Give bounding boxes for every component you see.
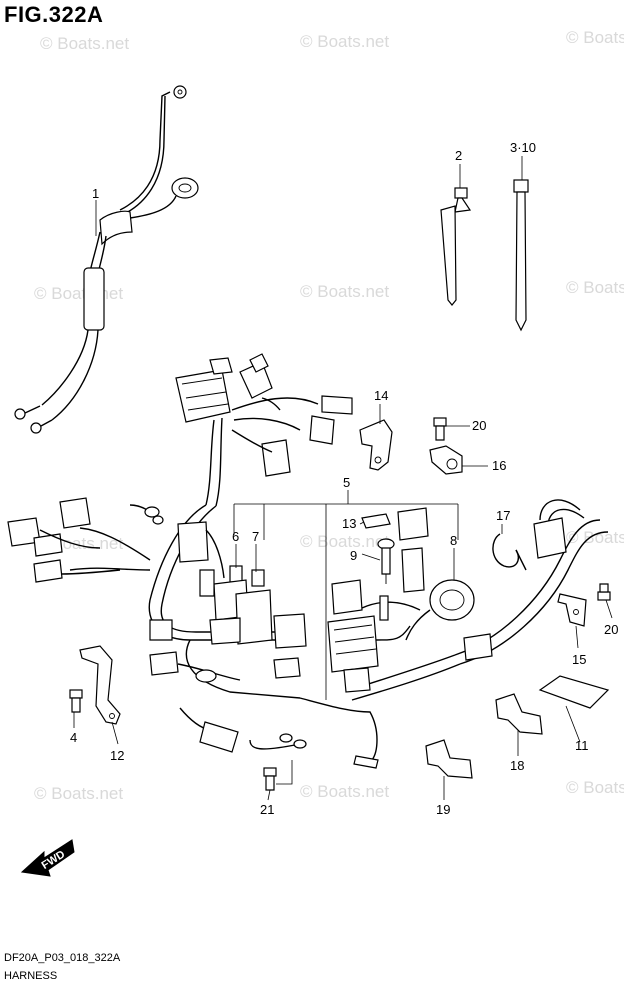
callout-16: 16: [492, 458, 506, 473]
callout-17: 17: [496, 508, 510, 523]
part5-group-bracket: [233, 490, 459, 700]
watermark: © Boats.net: [566, 528, 624, 547]
callout-21: 21: [260, 802, 274, 817]
callout-11: 11: [575, 738, 589, 753]
callout-7: 7: [252, 529, 259, 544]
cable-tie-clip: [440, 187, 472, 306]
callout-3-10: 3·10: [510, 140, 536, 155]
bracket-part15: [557, 593, 587, 627]
figure-title: FIG.322A: [4, 2, 104, 27]
watermark: © Boats.net: [40, 34, 130, 53]
callout-2: 2: [455, 148, 462, 163]
cable-tie: [513, 179, 529, 332]
clamp-part18: [495, 693, 543, 735]
fuse-relay-cluster: [177, 521, 307, 679]
pad-part11: [538, 675, 610, 709]
fwd-arrow: [20, 839, 75, 877]
clamp-part16: [429, 445, 463, 475]
clamp-part19: [425, 739, 473, 779]
callout-1: 1: [92, 186, 99, 201]
bolt-part4: [69, 689, 83, 713]
callout-6: 6: [232, 529, 239, 544]
callout-14: 14: [374, 388, 388, 403]
watermark: © Boats.net: [566, 278, 624, 297]
battery-cable: [14, 85, 199, 434]
sensor-part9: [377, 538, 395, 621]
bracket-part12: [79, 645, 121, 725]
callout-8: 8: [450, 533, 457, 548]
bracket-part14: [359, 419, 393, 471]
watermark: © Boats.net: [300, 532, 390, 551]
callout-12: 12: [110, 748, 124, 763]
watermark: © Boats.net: [300, 282, 390, 301]
callout-19: 19: [436, 802, 450, 817]
watermark: © Boats.net: [34, 784, 124, 803]
figure-name: HARNESS: [4, 970, 58, 982]
relay-part13: [361, 507, 429, 593]
bolt-part20-lower: [597, 583, 611, 601]
ecu-connector: [327, 579, 421, 693]
callout-15: 15: [572, 652, 586, 667]
callout-13: 13: [342, 516, 356, 531]
main-harness: [7, 353, 609, 769]
watermark: © Boats.net: [300, 782, 390, 801]
watermark: © Boats.net: [300, 32, 390, 51]
figure-code: DF20A_P03_018_322A: [4, 952, 121, 964]
clip-part17: [492, 533, 527, 571]
callout-9: 9: [350, 548, 357, 563]
callout-5: 5: [343, 475, 350, 490]
bolt-part20-upper: [433, 417, 447, 441]
watermark: © Boats.net: [566, 28, 624, 47]
leader-lines: [73, 156, 613, 801]
bolt-part21: [263, 767, 277, 791]
callout-20-lower: 20: [604, 622, 618, 637]
buzzer-part8: [405, 579, 475, 641]
callout-4: 4: [70, 730, 77, 745]
callout-18: 18: [510, 758, 524, 773]
watermark: © Boats.net: [566, 778, 624, 797]
callout-20-upper: 20: [472, 418, 486, 433]
